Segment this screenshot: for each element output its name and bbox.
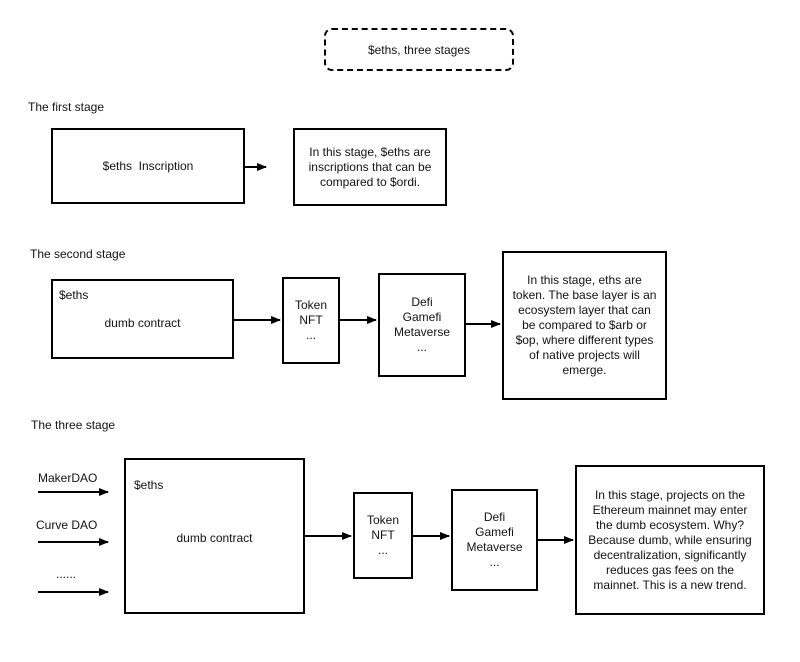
- stage2-token-line: ...: [305, 328, 316, 342]
- stage2-desc-line: $op, where different types: [515, 333, 654, 347]
- diagram-title: $eths, three stages: [324, 28, 514, 71]
- stage2-desc-line: ecosystem layer that can: [518, 303, 651, 317]
- stage2-dumb-contract-text: dumb contract: [104, 316, 181, 330]
- stage1-desc-line: compared to $ordi.: [319, 174, 421, 189]
- stage3-label: The three stage: [31, 418, 116, 432]
- stage2-defi-line: Gamefi: [402, 310, 442, 324]
- stage2-defi-box: Defi Gamefi Metaverse ...: [378, 273, 466, 377]
- stage3-description-box: In this stage, projects on the Ethereum …: [575, 465, 765, 615]
- stage3-token-line: Token: [366, 513, 400, 527]
- stage1-description-box: In this stage, $eths are inscriptions th…: [293, 128, 447, 206]
- stage3-desc-line: reduces gas fees on the: [605, 562, 735, 577]
- stage3-desc-line: mainnet. This is a new trend.: [593, 577, 747, 592]
- stage3-desc-line: Because dumb, while ensuring: [588, 532, 752, 547]
- stage3-defi-line: Defi: [483, 510, 506, 524]
- stage3-defi-line: ...: [489, 555, 500, 569]
- stage2-label: The second stage: [30, 247, 126, 261]
- diagram-title-text: $eths, three stages: [367, 42, 471, 57]
- stage3-defi-box: Defi Gamefi Metaverse ...: [451, 489, 538, 591]
- stage3-token-line: NFT: [371, 528, 395, 542]
- stage3-input-curvedao: Curve DAO: [36, 518, 98, 532]
- stage1-inscription-box: $eths Inscription: [51, 128, 245, 204]
- stage2-desc-line: of native projects will: [529, 348, 640, 362]
- stage3-input-more: ......: [56, 567, 77, 581]
- stage2-desc-line: emerge.: [562, 363, 607, 377]
- stage3-eths-box: $eths dumb contract: [124, 458, 305, 614]
- stage3-defi-line: Gamefi: [475, 525, 514, 539]
- stage2-desc-line: be compared to $arb or: [522, 318, 647, 332]
- stage2-defi-line: Defi: [411, 295, 433, 309]
- stage1-inscription-text: $eths Inscription: [102, 158, 194, 173]
- stage3-dumb-contract-text: dumb contract: [176, 531, 253, 545]
- stage3-input-makerdao: MakerDAO: [38, 471, 98, 485]
- stage1-label: The first stage: [28, 100, 105, 114]
- stage3-token-box: Token NFT ...: [353, 492, 413, 579]
- stage3-desc-line: the dumb ecosystem. Why?: [595, 517, 745, 532]
- stage2-token-box: Token NFT ...: [282, 277, 340, 364]
- stage2-description-box: In this stage, eths are token. The base …: [502, 251, 667, 400]
- stage3-desc-line: In this stage, projects on the: [594, 487, 746, 502]
- stage2-eths-tag: $eths: [59, 288, 89, 302]
- stage3-token-line: ...: [377, 543, 388, 557]
- stage1-desc-line: inscriptions that can be: [308, 159, 432, 174]
- stage2-token-line: NFT: [299, 313, 323, 327]
- stage1-desc-line: In this stage, $eths are: [309, 144, 431, 159]
- stage3-defi-line: Metaverse: [466, 540, 523, 554]
- stage2-desc-line: In this stage, eths are: [527, 273, 642, 287]
- stage2-defi-line: ...: [416, 340, 427, 354]
- stage3-desc-line: decentralization, significantly: [593, 547, 747, 562]
- stage2-eths-box: $eths dumb contract: [51, 279, 234, 359]
- stage2-desc-line: token. The base layer is an: [512, 288, 657, 302]
- stage3-desc-line: Ethereum mainnet may enter: [592, 502, 748, 517]
- stage2-token-line: Token: [294, 298, 328, 312]
- stage2-defi-line: Metaverse: [393, 325, 451, 339]
- stage3-eths-tag: $eths: [134, 478, 164, 492]
